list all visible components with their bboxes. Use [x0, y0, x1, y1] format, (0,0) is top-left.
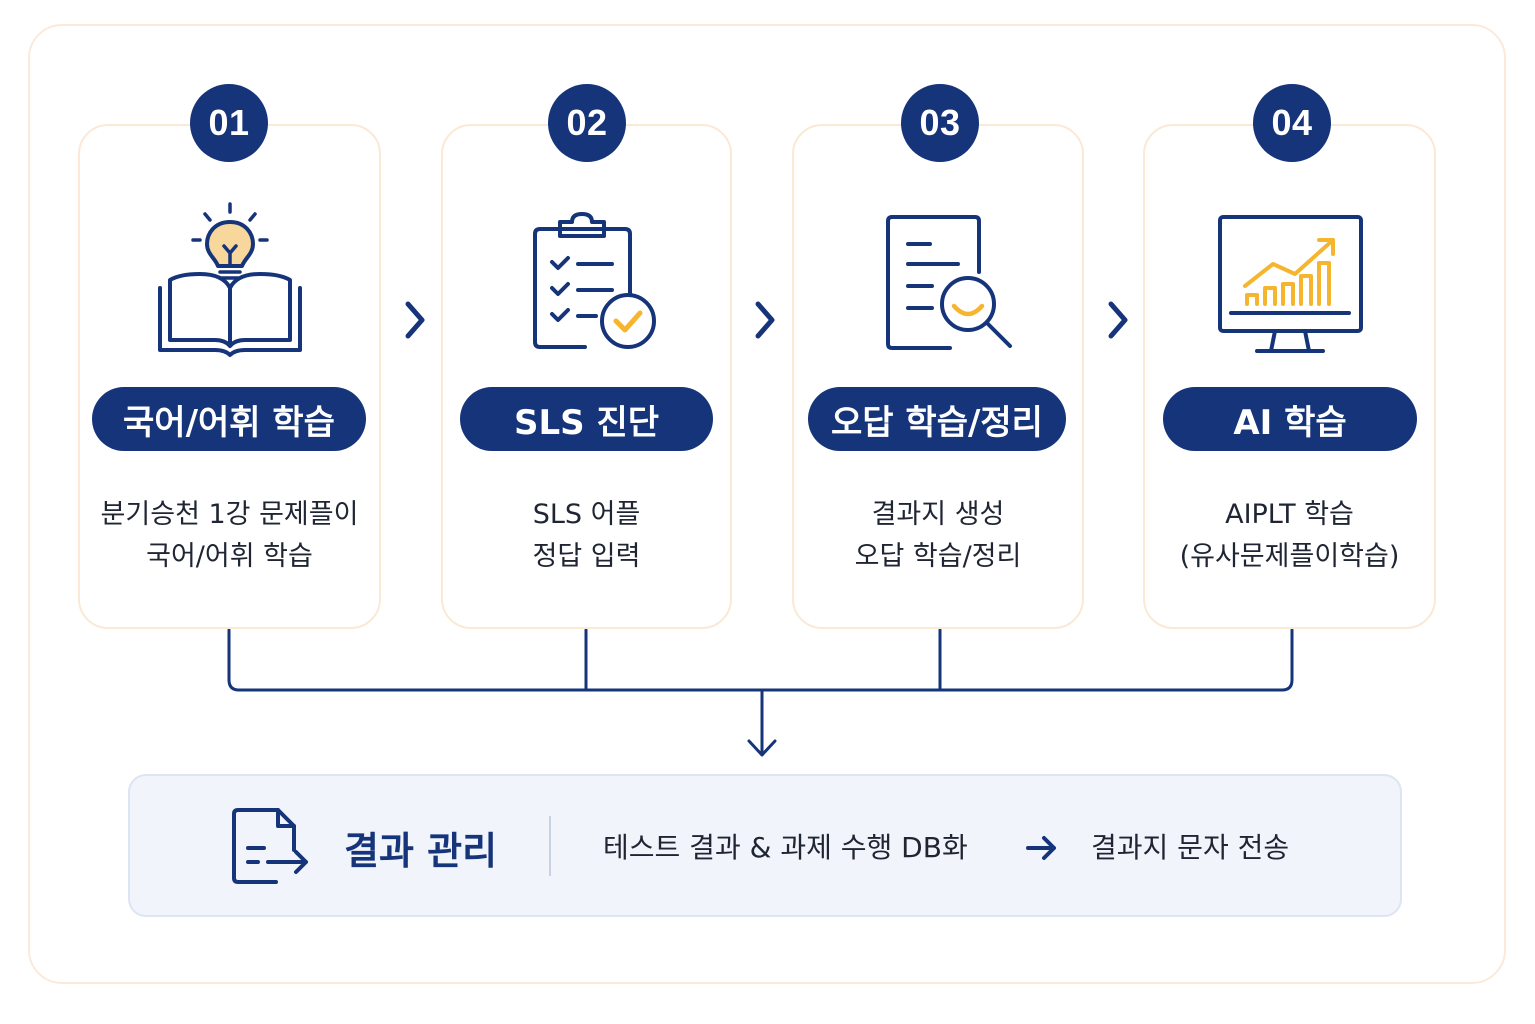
step-title-pill: 오답 학습/정리: [808, 387, 1066, 451]
step-description-line: 국어/어휘 학습: [146, 541, 313, 572]
step-number-badge: 03: [901, 84, 979, 162]
chevron-right-icon: [405, 301, 425, 339]
step-description: 결과지 생성 오답 학습/정리: [792, 494, 1084, 578]
step-number-badge: 02: [548, 84, 626, 162]
step-description-line: SLS 어플: [532, 499, 641, 530]
chevron-right-icon: [1108, 301, 1128, 339]
step-card-4: [1143, 124, 1436, 629]
document-export-icon: [232, 808, 308, 884]
step-description: 분기승천 1강 문제플이 국어/어휘 학습: [78, 494, 381, 578]
monitor-chart-icon: [1218, 215, 1363, 353]
result-title: 결과 관리: [344, 829, 498, 873]
arrow-right-icon: [1026, 836, 1056, 860]
step-description-line: 정답 입력: [532, 541, 641, 572]
step-title-pill: AI 학습: [1163, 387, 1417, 451]
step-title-pill: SLS 진단: [460, 387, 713, 451]
step-description-line: AIPLT 학습: [1225, 499, 1354, 530]
step-number-badge: 04: [1253, 84, 1331, 162]
result-management-panel: [128, 774, 1402, 917]
step-description-line: 결과지 생성: [871, 499, 1005, 530]
step-description: SLS 어플 정답 입력: [441, 494, 732, 578]
step-description-line: 오답 학습/정리: [854, 541, 1022, 572]
result-text-db: 테스트 결과 & 과제 수행 DB화: [603, 831, 968, 864]
step-card-2: [441, 124, 732, 629]
document-magnifier-icon: [886, 215, 1012, 350]
step-description-line: (유사문제플이학습): [1179, 541, 1400, 572]
divider: [549, 816, 551, 876]
result-text-send: 결과지 문자 전송: [1091, 831, 1290, 864]
step-title-pill: 국어/어휘 학습: [92, 387, 366, 451]
step-card-3: [792, 124, 1084, 629]
chevron-right-icon: [755, 301, 775, 339]
step-description-line: 분기승천 1강 문제플이: [100, 499, 359, 530]
book-lightbulb-icon: [158, 202, 302, 357]
clipboard-checklist-icon: [533, 212, 656, 349]
step-description: AIPLT 학습 (유사문제플이학습): [1143, 494, 1436, 578]
step-number-badge: 01: [190, 84, 268, 162]
